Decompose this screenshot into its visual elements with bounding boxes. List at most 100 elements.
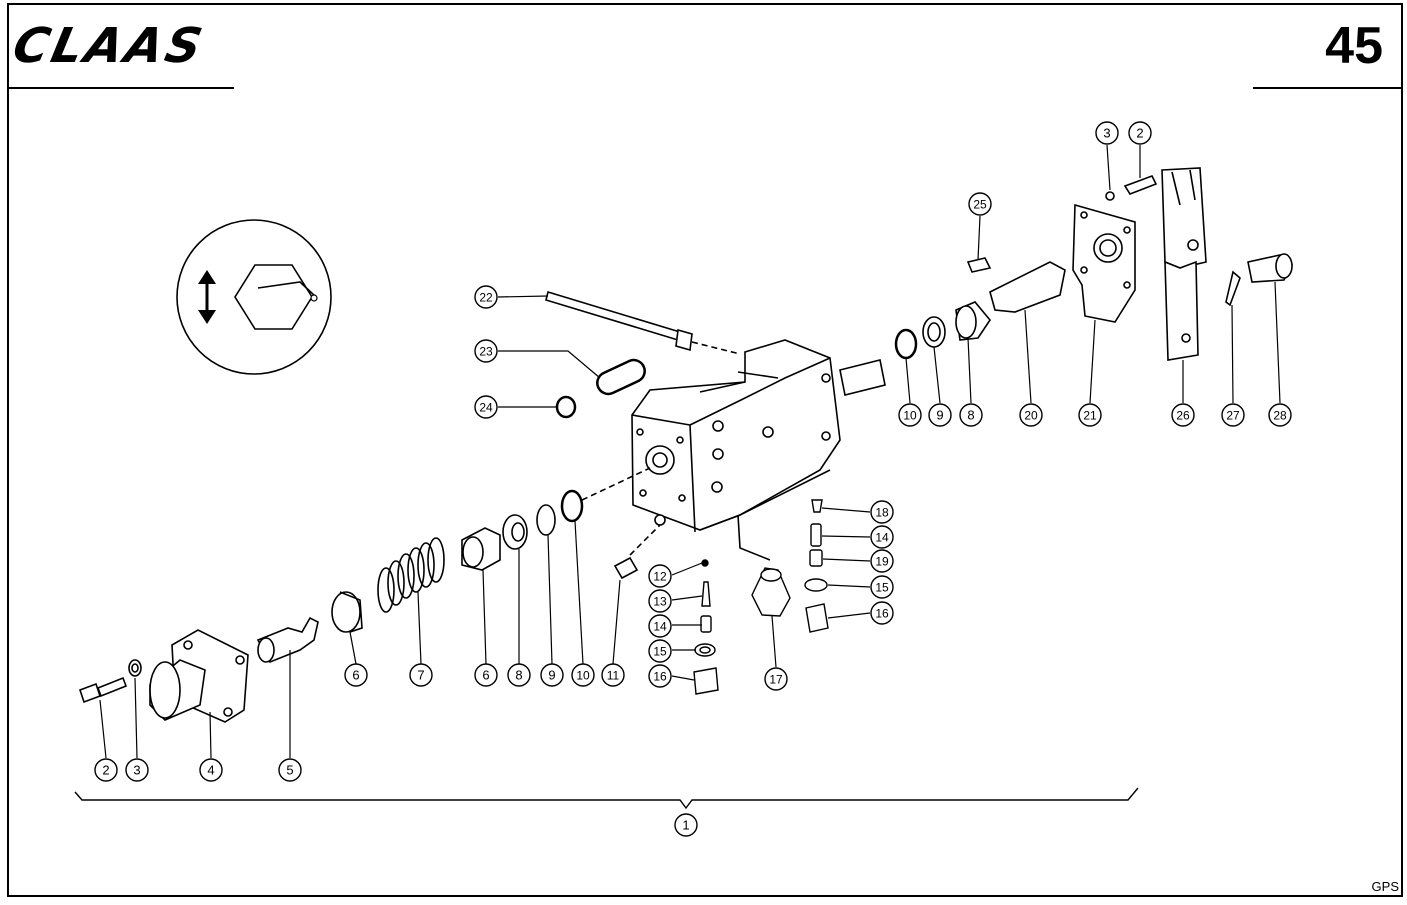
leader-lines <box>99 144 1281 759</box>
callout-label: 12 <box>653 570 667 584</box>
callout-circle <box>870 575 894 599</box>
callout-label: 15 <box>875 581 889 595</box>
callout-label: 14 <box>875 531 889 545</box>
callout-16: 16 <box>870 601 894 625</box>
callout-20: 20 <box>1019 403 1043 427</box>
callout-circle <box>870 500 894 524</box>
callout-circle <box>959 403 983 427</box>
callout-label: 13 <box>653 595 667 609</box>
callout-circle <box>1078 403 1102 427</box>
callout-circle <box>474 339 498 363</box>
callout-8: 8 <box>959 403 983 427</box>
callout-10: 10 <box>571 663 595 687</box>
callout-14: 14 <box>648 614 672 638</box>
callout-9: 9 <box>928 403 952 427</box>
adjustment-symbol-icon <box>176 219 332 375</box>
callout-label: 8 <box>515 668 522 683</box>
callout-label: 5 <box>286 763 293 778</box>
callout-circle <box>898 403 922 427</box>
callout-circle <box>474 395 498 419</box>
callout-label: 11 <box>607 669 620 683</box>
page-border <box>7 3 1403 897</box>
callout-label: 9 <box>548 668 555 683</box>
callout-label: 25 <box>973 198 987 212</box>
callout-circle <box>507 663 531 687</box>
callout-18: 18 <box>870 500 894 524</box>
callout-circle <box>674 813 698 837</box>
oring-24 <box>555 395 577 419</box>
callout-22: 22 <box>474 285 498 309</box>
callout-circle <box>409 663 433 687</box>
callout-circle <box>125 758 149 782</box>
callout-label: 7 <box>417 668 424 683</box>
callout-circle <box>648 664 672 688</box>
callout-circle <box>601 663 625 687</box>
callout-circle <box>1095 121 1119 145</box>
callout-16: 16 <box>648 664 672 688</box>
callout-label: 22 <box>479 291 493 305</box>
callout-circle <box>344 663 368 687</box>
callout-label: 6 <box>482 668 489 683</box>
callout-circle <box>648 614 672 638</box>
callout-25: 25 <box>968 192 992 216</box>
callout-5: 5 <box>278 758 302 782</box>
callout-label: 15 <box>653 645 667 659</box>
callout-label: 6 <box>352 668 359 683</box>
callout-10: 10 <box>898 403 922 427</box>
callout-circle <box>278 758 302 782</box>
callout-circle <box>1019 403 1043 427</box>
callout-13: 13 <box>648 589 672 613</box>
callout-label: 1 <box>682 818 689 833</box>
callout-circle <box>1128 121 1152 145</box>
callout-label: 18 <box>875 506 889 520</box>
left-exploded-parts <box>78 467 661 723</box>
callout-circle <box>474 663 498 687</box>
callout-label: 16 <box>875 607 889 621</box>
callout-2: 2 <box>1128 121 1152 145</box>
valve-body <box>631 339 886 561</box>
callout-circle <box>474 285 498 309</box>
callout-12: 12 <box>648 564 672 588</box>
callout-circle <box>1268 403 1292 427</box>
callout-circle <box>648 639 672 663</box>
callout-28: 28 <box>1268 403 1292 427</box>
callout-label: 21 <box>1083 409 1097 423</box>
callout-circle <box>1171 403 1195 427</box>
callout-1: 1 <box>674 813 698 837</box>
assembly-bracket <box>74 787 1139 810</box>
callout-27: 27 <box>1221 403 1245 427</box>
claas-logo: CLAAS <box>8 18 210 74</box>
callout-label: 14 <box>653 620 667 634</box>
callout-label: 8 <box>967 408 974 423</box>
callout-circle <box>928 403 952 427</box>
callout-label: 23 <box>479 345 493 359</box>
callout-label: 3 <box>133 763 140 778</box>
oring-23 <box>596 358 646 396</box>
callout-label: 17 <box>769 673 783 687</box>
callout-24: 24 <box>474 395 498 419</box>
callout-6: 6 <box>344 663 368 687</box>
callout-circle <box>764 667 788 691</box>
callout-label: 20 <box>1024 409 1038 423</box>
right-exploded-parts <box>894 167 1294 361</box>
callout-circle <box>968 192 992 216</box>
callout-circle <box>540 663 564 687</box>
callout-label: 4 <box>207 763 214 778</box>
callout-label: 27 <box>1226 409 1240 423</box>
callout-label: 2 <box>1136 126 1143 141</box>
callout-label: 10 <box>903 409 917 423</box>
callout-circle <box>1221 403 1245 427</box>
callout-circle <box>648 589 672 613</box>
callout-label: 28 <box>1273 409 1287 423</box>
callout-label: 26 <box>1176 409 1190 423</box>
callout-15: 15 <box>648 639 672 663</box>
callout-circle <box>94 758 118 782</box>
callout-11: 11 <box>601 663 625 687</box>
callout-7: 7 <box>409 663 433 687</box>
callout-21: 21 <box>1078 403 1102 427</box>
footer-code: GPS <box>1371 879 1399 894</box>
callout-label: 9 <box>936 408 943 423</box>
